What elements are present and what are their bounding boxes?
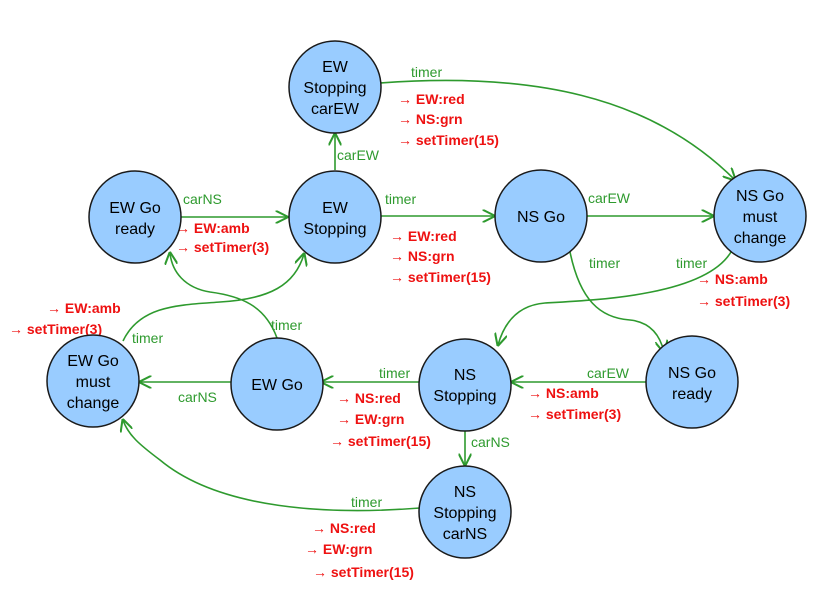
- state-ns-go: NS Go: [494, 169, 588, 263]
- edge-label-carew-2: carEW: [588, 190, 631, 206]
- action-line: → EW:amb: [47, 300, 121, 316]
- state-label: EW Go: [67, 353, 119, 370]
- actions-to-ns-stopping-from-must-change: → NS:amb → setTimer(3): [697, 271, 790, 309]
- action-line: → setTimer(15): [398, 132, 499, 148]
- state-ns-go-ready: NS Go ready: [645, 335, 739, 429]
- action-line: → NS:grn: [398, 111, 463, 127]
- action-line: → EW:amb: [176, 220, 250, 236]
- action-line: → NS:amb: [528, 385, 599, 401]
- edge-label-timer-4: timer: [676, 255, 707, 271]
- state-label: change: [734, 230, 787, 247]
- edge-ns-stopping-carns-to-ew-go-must-change: [123, 420, 421, 512]
- action-line: → NS:red: [312, 520, 376, 536]
- state-ns-go-must-change: NS Go must change: [713, 169, 807, 263]
- state-label: ready: [115, 221, 155, 238]
- actions-to-ew-go-from-ns-stopping-carns: → NS:red → EW:grn → setTimer(15): [305, 520, 414, 580]
- edge-ew-go-to-ew-go-ready: [170, 253, 278, 339]
- state-ew-go-must-change: EW Go must change: [46, 334, 140, 428]
- edge-label-timer-5: timer: [379, 365, 410, 381]
- action-line: → EW:red: [390, 228, 457, 244]
- state-label: NS Go: [668, 365, 716, 382]
- actions-to-ns-go-from-ew-stopping-carew: → EW:red → NS:grn → setTimer(15): [398, 91, 499, 148]
- edge-label-timer-3: timer: [589, 255, 620, 271]
- edge-label-carew-1: carEW: [337, 147, 380, 163]
- state-ns-stopping: NS Stopping: [418, 338, 512, 432]
- actions-to-ew-stopping: → EW:amb → setTimer(3): [176, 220, 269, 255]
- state-label: NS Go: [736, 188, 784, 205]
- state-ew-stopping: EW Stopping: [288, 170, 382, 264]
- state-label: NS: [454, 484, 476, 501]
- state-label: EW: [322, 200, 349, 217]
- edge-label-carew-3: carEW: [587, 365, 630, 381]
- action-line: → setTimer(3): [9, 321, 102, 337]
- state-label: Stopping: [433, 505, 496, 522]
- edge-label-timer-6: timer: [271, 317, 302, 333]
- edge-label-carns-2: carNS: [471, 434, 510, 450]
- state-label: must: [76, 374, 111, 391]
- action-line: → EW:grn: [337, 411, 404, 427]
- edge-ns-go-must-change-to-ns-stopping: [498, 251, 732, 345]
- edge-ns-go-to-ns-go-ready: [569, 251, 664, 352]
- actions-to-ns-go-from-ew-stopping: → EW:red → NS:grn → setTimer(15): [390, 228, 491, 285]
- state-ew-go: EW Go: [230, 337, 324, 431]
- state-label: Stopping: [303, 80, 366, 97]
- state-label: carNS: [443, 526, 487, 543]
- state-label: ready: [672, 386, 712, 403]
- action-line: → EW:grn: [305, 541, 372, 557]
- edge-label-timer-1: timer: [411, 64, 442, 80]
- action-line: → NS:red: [337, 390, 401, 406]
- state-label: EW Go: [109, 200, 161, 217]
- actions-to-ew-stopping-from-must-change: → EW:amb → setTimer(3): [9, 300, 121, 337]
- state-ns-stopping-carns: NS Stopping carNS: [418, 465, 512, 559]
- action-line: → setTimer(15): [390, 269, 491, 285]
- state-ew-go-ready: EW Go ready: [88, 170, 182, 264]
- action-line: → setTimer(15): [330, 433, 431, 449]
- state-label: Stopping: [303, 221, 366, 238]
- edge-label-timer-2: timer: [385, 191, 416, 207]
- edge-label-timer-7: timer: [132, 330, 163, 346]
- edge-label-carns-3: carNS: [178, 389, 217, 405]
- action-line: → setTimer(15): [313, 564, 414, 580]
- state-label: must: [743, 209, 778, 226]
- state-label: carEW: [311, 101, 360, 118]
- state-label: NS Go: [517, 209, 565, 226]
- state-label: NS: [454, 367, 476, 384]
- actions-to-ns-stopping-from-ready: → NS:amb → setTimer(3): [528, 385, 621, 422]
- state-label: EW: [322, 59, 349, 76]
- edge-label-carns-1: carNS: [183, 191, 222, 207]
- state-label: change: [67, 395, 120, 412]
- actions-to-ew-go-from-ns-stopping: → NS:red → EW:grn → setTimer(15): [330, 390, 431, 449]
- action-line: → NS:grn: [390, 248, 455, 264]
- action-line: → NS:amb: [697, 271, 768, 287]
- state-label: EW Go: [251, 377, 303, 394]
- action-line: → setTimer(3): [697, 293, 790, 309]
- action-line: → setTimer(3): [176, 239, 269, 255]
- state-label: Stopping: [433, 388, 496, 405]
- state-ew-stopping-carew: EW Stopping carEW: [288, 40, 382, 134]
- action-line: → EW:red: [398, 91, 465, 107]
- edge-ew-go-must-change-to-ew-stopping: [122, 254, 304, 342]
- action-line: → setTimer(3): [528, 406, 621, 422]
- edge-ew-stopping-carew-to-ns-go-must-change: [379, 79, 735, 180]
- edge-label-timer-8: timer: [351, 494, 382, 510]
